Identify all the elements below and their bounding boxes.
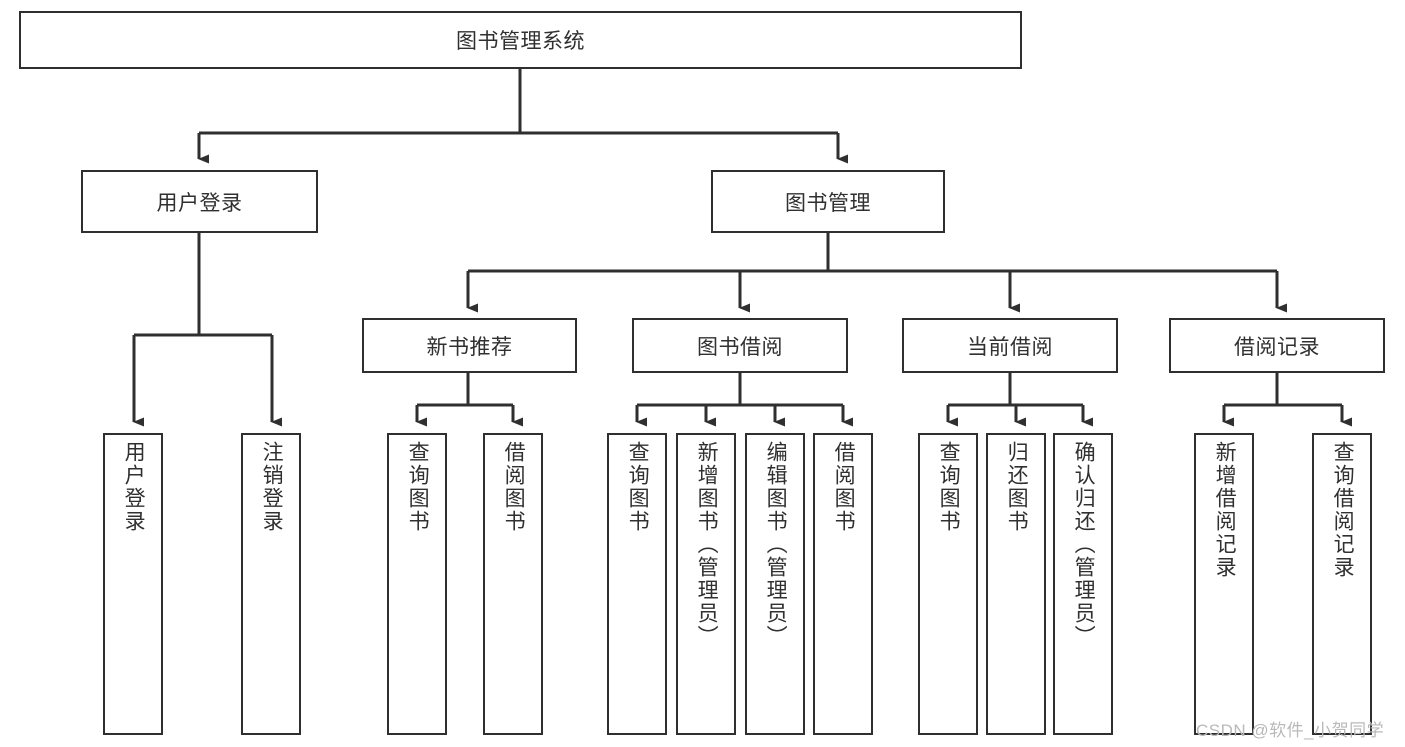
- node-label: 当前借阅: [967, 335, 1053, 359]
- node-label: 确认归还（管理员）: [1072, 441, 1096, 648]
- leaf-borrow-query-book[interactable]: 查询图书: [607, 433, 667, 735]
- leaf-recommend-borrow-book[interactable]: 借阅图书: [483, 433, 543, 735]
- node-label: 借阅记录: [1234, 335, 1320, 359]
- node-label: 用户登录: [122, 441, 146, 533]
- node-label: 图书管理系统: [456, 30, 585, 53]
- node-label: 新书推荐: [426, 335, 513, 359]
- node-current-borrow[interactable]: 当前借阅: [902, 318, 1118, 373]
- node-label: 图书借阅: [697, 335, 783, 359]
- leaf-user-login[interactable]: 用户登录: [103, 433, 163, 735]
- node-label: 查询图书: [626, 441, 650, 533]
- node-label: 借阅图书: [832, 441, 856, 533]
- leaf-recommend-query-book[interactable]: 查询图书: [387, 433, 447, 735]
- node-label: 新增借阅记录: [1213, 441, 1237, 579]
- node-new-book-recommend[interactable]: 新书推荐: [362, 318, 577, 373]
- node-label: 查询图书: [937, 441, 961, 533]
- node-user-login[interactable]: 用户登录: [81, 170, 318, 233]
- leaf-record-query-record[interactable]: 查询借阅记录: [1312, 433, 1372, 735]
- leaf-record-add-record[interactable]: 新增借阅记录: [1194, 433, 1254, 735]
- node-root-system[interactable]: 图书管理系统: [19, 11, 1022, 69]
- node-borrow-record[interactable]: 借阅记录: [1169, 318, 1385, 373]
- leaf-current-confirm-return[interactable]: 确认归还（管理员）: [1053, 433, 1113, 735]
- node-book-management[interactable]: 图书管理: [711, 170, 945, 233]
- node-label: 用户登录: [156, 191, 243, 215]
- csdn-watermark: CSDN @软件_小贺同学: [1196, 721, 1385, 740]
- node-label: 查询借阅记录: [1331, 441, 1355, 579]
- leaf-current-query-book[interactable]: 查询图书: [918, 433, 978, 735]
- node-label: 注销登录: [260, 441, 284, 533]
- node-label: 借阅图书: [502, 441, 526, 533]
- leaf-borrow-edit-book[interactable]: 编辑图书（管理员）: [745, 433, 805, 735]
- node-label: 查询图书: [406, 441, 430, 533]
- node-label: 归还图书: [1005, 441, 1029, 533]
- node-label: 图书管理: [785, 191, 871, 215]
- leaf-current-return-book[interactable]: 归还图书: [986, 433, 1046, 735]
- leaf-borrow-borrow-book[interactable]: 借阅图书: [813, 433, 873, 735]
- node-book-borrow[interactable]: 图书借阅: [632, 318, 848, 373]
- leaf-user-logout[interactable]: 注销登录: [241, 433, 301, 735]
- node-label: 新增图书（管理员）: [695, 441, 719, 648]
- leaf-borrow-add-book[interactable]: 新增图书（管理员）: [676, 433, 736, 735]
- node-label: 编辑图书（管理员）: [764, 441, 788, 648]
